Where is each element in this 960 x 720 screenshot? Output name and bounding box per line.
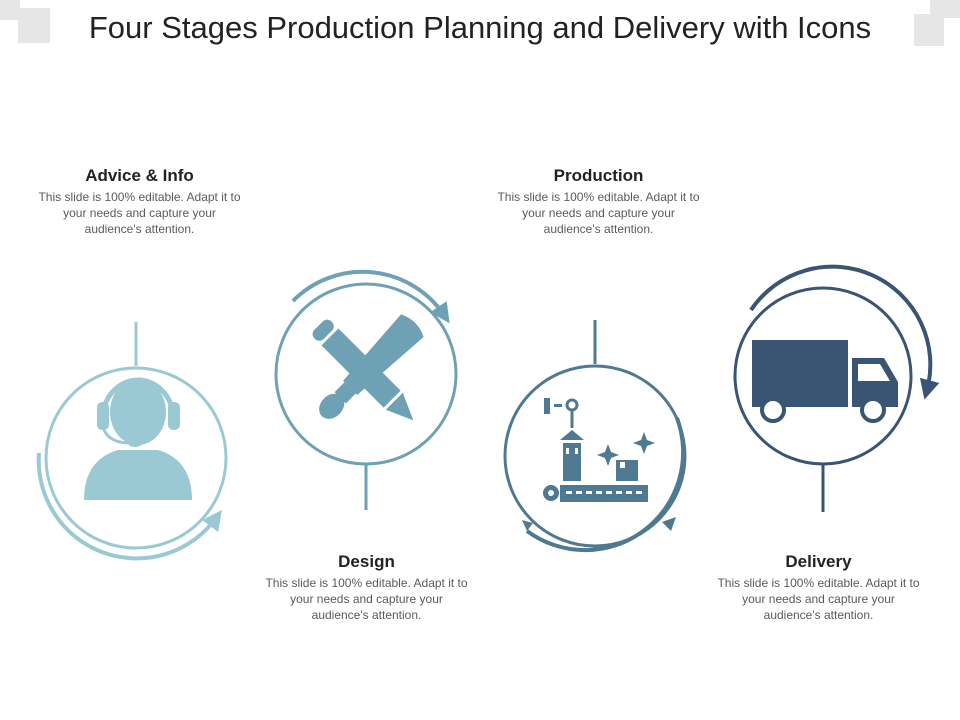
pencil-brush-icon <box>312 314 424 421</box>
cycle-arrow-3 <box>525 417 686 553</box>
stage-3-production-graphic <box>503 320 687 553</box>
stage-4-description: This slide is 100% editable. Adapt it to… <box>717 576 920 622</box>
stage-1-text: Advice & Info This slide is 100% editabl… <box>37 166 242 237</box>
stage-1-description: This slide is 100% editable. Adapt it to… <box>38 190 241 236</box>
slide-title: Four Stages Production Planning and Deli… <box>88 10 872 45</box>
factory-conveyor-icon <box>543 398 655 502</box>
delivery-truck-icon <box>752 340 898 423</box>
stage-circle-2 <box>274 282 458 466</box>
corner-decoration-top-left-outer <box>0 0 20 20</box>
stage-4-heading: Delivery <box>785 552 852 571</box>
stage-2-description: This slide is 100% editable. Adapt it to… <box>265 576 468 622</box>
stage-1-heading: Advice & Info <box>85 166 194 185</box>
stage-2-heading: Design <box>338 552 395 571</box>
stage-2-design-graphic <box>274 269 458 510</box>
stage-2-text: Design This slide is 100% editable. Adap… <box>264 552 469 623</box>
stage-3-heading: Production <box>553 166 644 185</box>
stage-4-text: Delivery This slide is 100% editable. Ad… <box>716 552 921 623</box>
stage-1-advice-info-graphic <box>36 322 228 561</box>
cycle-arrow-4 <box>749 264 940 400</box>
cycle-arrow-2 <box>291 269 450 324</box>
customer-support-headset-icon <box>84 377 192 500</box>
corner-decoration-top-left <box>18 8 50 43</box>
cycle-arrow-1 <box>36 452 222 561</box>
stage-4-delivery-graphic <box>733 264 940 512</box>
cycle-arrow-3-tip <box>522 520 533 531</box>
stage-circle-1 <box>44 366 228 550</box>
stage-3-text: Production This slide is 100% editable. … <box>496 166 701 237</box>
corner-decoration-top-right-outer <box>930 0 960 18</box>
stage-3-description: This slide is 100% editable. Adapt it to… <box>497 190 700 236</box>
corner-decoration-top-right <box>914 14 944 46</box>
